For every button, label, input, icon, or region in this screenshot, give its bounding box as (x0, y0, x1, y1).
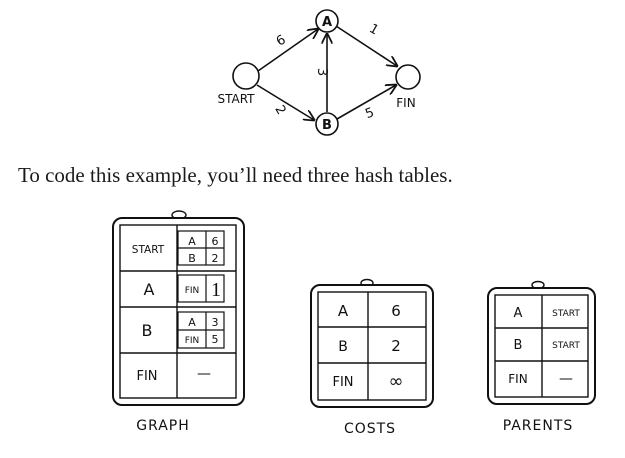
weight-b-fin: 5 (363, 105, 376, 122)
node-fin-circle (395, 64, 421, 90)
edge-a-fin (335, 25, 397, 66)
costs-table-frame (310, 284, 434, 408)
parents-table-title: PARENTS (503, 418, 574, 434)
parents-value-b: START (552, 341, 580, 351)
graph-b-cost-fin: 5 (212, 333, 219, 346)
graph-key-fin: FIN (136, 369, 157, 384)
costs-key-b: B (338, 339, 348, 355)
graph-key-start: START (132, 244, 165, 256)
graph-hash-table: START A B FIN A 6 B 2 FIN 1 A 3 FIN 5 — … (112, 210, 245, 434)
graph-start-cost-a: 6 (212, 235, 219, 248)
parents-key-a: A (514, 306, 523, 321)
node-fin-label: FIN (396, 96, 415, 110)
graph-start-neighbor-a: A (188, 235, 196, 248)
graph-b-neighbor-a: A (188, 316, 196, 329)
weighted-graph-diagram: A B START FIN 6 2 3 1 5 (217, 9, 421, 136)
graph-fin-empty: — (197, 366, 211, 382)
parents-value-a: START (552, 309, 580, 319)
edge-start-a (257, 29, 318, 72)
weight-b-a: 3 (314, 68, 329, 76)
parents-key-b: B (514, 338, 523, 353)
node-b-circle (315, 112, 339, 136)
graph-b-cost-a: 3 (212, 316, 219, 329)
costs-hash-table: A 6 B 2 FIN ∞ COSTS (310, 278, 434, 437)
graph-key-b: B (142, 321, 153, 340)
graph-start-cost-b: 2 (212, 252, 219, 265)
node-start-circle (232, 62, 260, 90)
body-text-caption: To code this example, you’ll need three … (18, 163, 453, 187)
costs-value-a: 6 (391, 302, 401, 320)
parents-key-fin: FIN (508, 372, 527, 386)
costs-table-title: COSTS (344, 421, 396, 437)
node-a-label: A (322, 15, 332, 30)
node-a-circle (315, 9, 339, 33)
graph-key-a: A (144, 280, 155, 299)
node-start-label: START (217, 92, 255, 106)
graph-a-cost-fin: 1 (211, 279, 221, 301)
costs-key-fin: FIN (332, 375, 353, 390)
parents-hash-table: A START B START FIN — PARENTS (487, 280, 596, 434)
costs-value-b: 2 (391, 337, 401, 355)
edge-start-b (256, 84, 314, 120)
parents-value-fin: — (559, 371, 573, 387)
edge-b-fin (336, 85, 396, 120)
graph-a-neighbor-fin: FIN (185, 286, 200, 296)
graph-start-neighbor-b: B (188, 252, 196, 265)
costs-value-fin: ∞ (389, 371, 404, 392)
graph-a-subtable (177, 274, 225, 303)
graph-table-inner-frame (119, 224, 237, 399)
graph-b-neighbor-fin: FIN (185, 336, 200, 346)
costs-table-inner-frame (317, 291, 427, 401)
node-b-label: B (322, 118, 332, 133)
weight-start-b: 2 (271, 103, 288, 118)
weight-start-a: 6 (274, 32, 289, 49)
weight-a-fin: 1 (366, 21, 381, 38)
costs-key-a: A (338, 302, 349, 320)
graph-table-title: GRAPH (136, 418, 190, 434)
